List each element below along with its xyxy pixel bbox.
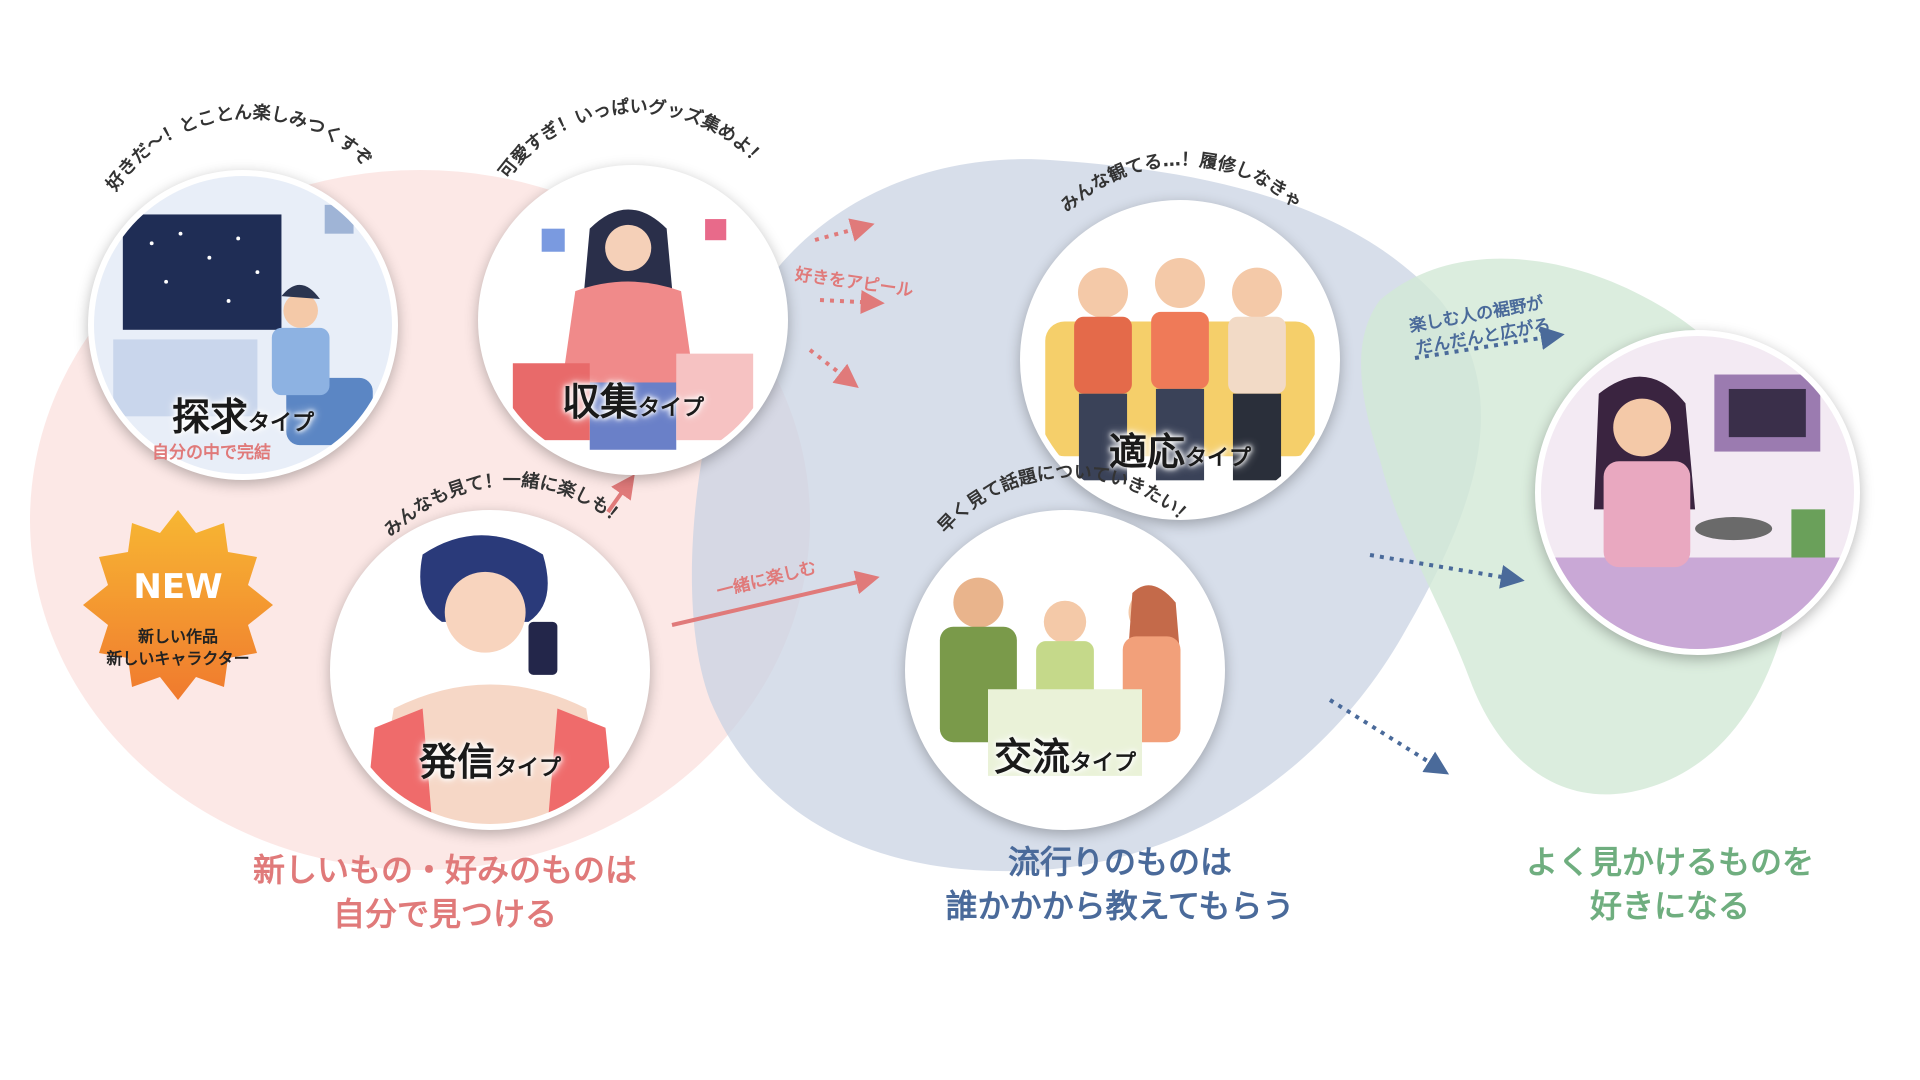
type-label-tankyu: 探求タイプ (94, 386, 392, 441)
type-label-tekiou: 適応タイプ (1026, 421, 1334, 476)
type-card-kouryu[interactable]: 交流タイプ (905, 510, 1225, 830)
type-card-shushu[interactable]: 収集タイプ (478, 165, 788, 475)
caption-blue-line1: 流行りのものは (900, 840, 1340, 884)
caption-red-line2: 自分で見つける (215, 892, 675, 936)
badge-new-text: NEW (78, 567, 278, 607)
caption-green-line2: 好きになる (1500, 884, 1840, 928)
type-card-hasshin[interactable]: 発信タイプ (330, 510, 650, 830)
caption-red: 新しいもの・好みのものは 自分で見つける (215, 848, 675, 936)
type-label-shushu: 収集タイプ (484, 371, 782, 426)
type-card-cooking[interactable] (1535, 330, 1860, 655)
cooking-woman-illustration (1541, 336, 1854, 649)
caption-green-line1: よく見かけるものを (1500, 840, 1840, 884)
badge-line2: 新しいキャラクター (78, 645, 278, 669)
new-badge: NEW 新しい作品 新しいキャラクター (78, 505, 278, 705)
type-label-hasshin: 発信タイプ (336, 731, 644, 786)
caption-blue-line2: 誰かかから教えてもらう (900, 884, 1340, 928)
caption-red-line1: 新しいもの・好みのものは (215, 848, 675, 892)
type-card-tekiou[interactable]: 適応タイプ (1020, 200, 1340, 520)
caption-blue: 流行りのものは 誰かかから教えてもらう (900, 840, 1340, 928)
type-card-tankyu[interactable]: 探求タイプ (88, 170, 398, 480)
badge-line1: 新しい作品 (78, 623, 278, 647)
self-complete-note: 自分の中で完結 (152, 438, 271, 463)
type-label-kouryu: 交流タイプ (911, 726, 1219, 781)
caption-green: よく見かけるものを 好きになる (1500, 840, 1840, 928)
